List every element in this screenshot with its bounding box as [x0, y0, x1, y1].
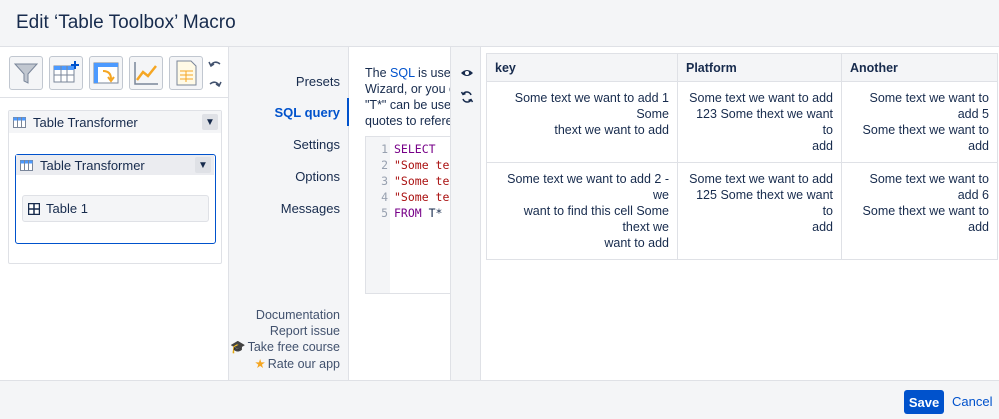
macro-tree: Table Transformer ▼ Table Transformer ▼	[8, 110, 222, 264]
rate-our-app-link[interactable]: ★Rate our app	[255, 356, 341, 371]
table-cell: Some text we want to add 2 - we want to …	[486, 162, 678, 260]
sql-query-pane: The SQL is used t Wizard, or you ca "T*"…	[349, 47, 450, 380]
nav-options[interactable]: Options	[295, 169, 340, 184]
table-cell: Some text we want to add 1 Some thext we…	[486, 81, 678, 163]
preview-side-strip	[450, 47, 481, 380]
line-number: 4	[381, 190, 388, 204]
sql-editor[interactable]: 1 2 3 4 5 SELECT "Some tex "Some tex "So…	[365, 136, 450, 294]
spreadsheet-icon	[176, 60, 197, 86]
table-header-row: key Platform Another	[486, 53, 998, 82]
take-free-course-label: Take free course	[247, 340, 340, 354]
table-pivot-tool-button[interactable]	[89, 56, 123, 90]
save-button[interactable]: Save	[904, 390, 944, 414]
column-header-another: Another	[841, 53, 998, 82]
filter-tool-button[interactable]	[9, 56, 43, 90]
transformer-node-label: Table Transformer	[40, 157, 145, 173]
cancel-button[interactable]: Cancel	[952, 394, 993, 409]
line-number: 2	[381, 158, 388, 172]
rate-our-app-label: Rate our app	[267, 357, 340, 371]
report-issue-link[interactable]: Report issue	[269, 324, 340, 338]
preview-toggle-button[interactable]	[459, 65, 475, 81]
chevron-down-icon[interactable]: ▼	[202, 114, 218, 130]
table-cell: Some text we want to add 5 Some thext we…	[841, 81, 998, 163]
code-line: "Some tex	[394, 190, 450, 204]
redo-button[interactable]	[206, 76, 224, 92]
dialog-title: Edit ‘Table Toolbox’ Macro	[16, 12, 236, 33]
table-pivot-icon	[93, 62, 119, 84]
line-number: 1	[381, 142, 388, 156]
table-add-tool-button[interactable]	[49, 56, 83, 90]
chevron-down-icon[interactable]: ▼	[195, 157, 211, 173]
code-line: SELECT	[394, 142, 436, 156]
table-add-icon	[53, 61, 79, 83]
graduation-cap-icon: 🎓	[230, 340, 246, 354]
table-row: Some text we want to add 1 Some thext we…	[486, 81, 998, 163]
transformer-node: Table Transformer ▼ Table 1	[15, 154, 216, 244]
nav-settings[interactable]: Settings	[293, 137, 340, 152]
table-transformer-icon	[13, 117, 26, 128]
table-transformer-icon	[20, 160, 33, 171]
table-1-label: Table 1	[46, 201, 88, 216]
line-number-gutter: 1 2 3 4 5	[366, 137, 390, 293]
sql-description: The SQL is used t Wizard, or you ca "T*"…	[365, 66, 450, 128]
result-preview: key Platform Another Some text we want t…	[481, 47, 999, 380]
eye-icon	[461, 70, 473, 76]
table-icon	[28, 202, 40, 215]
code-line: "Some tex	[394, 158, 450, 172]
macro-toolbar	[0, 47, 229, 98]
column-header-platform: Platform	[677, 53, 842, 82]
table-row: Some text we want to add 2 - we want to …	[486, 162, 998, 260]
transformer-node-header[interactable]: Table Transformer ▼	[16, 155, 214, 175]
line-number: 3	[381, 174, 388, 188]
tree-root-label: Table Transformer	[33, 114, 138, 130]
table-cell: Some text we want to add 6 Some thext we…	[841, 162, 998, 260]
table-cell: Some text we want to add 125 Some thext …	[677, 162, 842, 260]
nav-presets[interactable]: Presets	[295, 74, 340, 89]
nav-active-indicator	[347, 98, 349, 126]
nav-sql-query[interactable]: SQL query	[274, 105, 340, 120]
redo-icon	[209, 81, 222, 88]
dialog-footer: Save Cancel	[0, 380, 999, 419]
table-1-node[interactable]: Table 1	[22, 195, 209, 222]
spreadsheet-tool-button[interactable]	[169, 56, 203, 90]
sql-editor-text[interactable]: SELECT "Some tex "Some tex "Some tex FRO…	[390, 137, 450, 293]
column-header-key: key	[486, 53, 678, 82]
nav-messages[interactable]: Messages	[280, 201, 340, 216]
undo-icon	[208, 61, 221, 68]
left-panel: Table Transformer ▼ Table Transformer ▼	[0, 47, 229, 380]
settings-nav: Presets SQL query Settings Options Messa…	[229, 47, 349, 380]
sql-link[interactable]: SQL	[390, 66, 415, 80]
dialog-header: Edit ‘Table Toolbox’ Macro	[0, 0, 999, 47]
documentation-link[interactable]: Documentation	[255, 308, 340, 322]
table-cell: Some text we want to add 123 Some thext …	[677, 81, 842, 163]
take-free-course-link[interactable]: 🎓Take free course	[230, 340, 340, 355]
code-line: FROM T*	[394, 206, 443, 220]
refresh-icon	[460, 91, 474, 103]
filter-icon	[13, 63, 39, 84]
refresh-button[interactable]	[459, 89, 475, 105]
star-icon: ★	[254, 357, 266, 371]
line-chart-icon	[134, 62, 158, 85]
code-line: "Some tex	[394, 174, 450, 188]
tree-root-node[interactable]: Table Transformer ▼	[9, 111, 221, 133]
preview-table: key Platform Another Some text we want t…	[486, 53, 998, 260]
line-number: 5	[381, 206, 388, 220]
chart-tool-button[interactable]	[129, 56, 163, 90]
undo-button[interactable]	[206, 56, 224, 72]
